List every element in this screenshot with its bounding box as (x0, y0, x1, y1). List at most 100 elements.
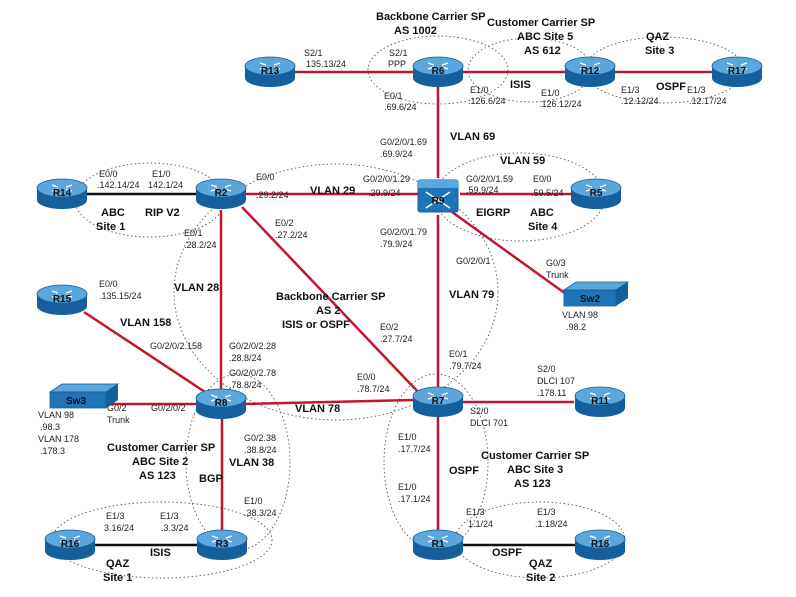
if-r12-e10: E1/0 (541, 88, 560, 98)
if-r15-e00: E0/0 (99, 279, 118, 289)
router-r13[interactable]: R13 (244, 56, 296, 88)
label-ospf-top: OSPF (656, 81, 686, 93)
if-r8-g278-ip: .78.8/24 (229, 380, 262, 390)
router-r18[interactable]: R18 (574, 529, 626, 561)
if-r3-ip: .3.3/24 (161, 523, 189, 533)
interface-labels: S2/1 135.13/24 S2/1 PPP E0/1 .69.6/24 E1… (38, 48, 727, 533)
if-r8-g238: G0/2.38 (244, 433, 276, 443)
if-r6-s21: S2/1 (389, 48, 408, 58)
if-r14-e00: E0/0 (99, 169, 118, 179)
title-cust-top-3: AS 612 (524, 45, 561, 57)
outline-abc-site2 (185, 373, 291, 551)
if-r9-g1-59: G0/2/0/1.59 (466, 174, 513, 184)
devices: R13 R6 R12 R17 R14 R2 R9 (36, 56, 763, 561)
title-backbone-top-1: Backbone Carrier SP (376, 11, 485, 23)
if-r2-e10: E1/0 (152, 169, 171, 179)
if-sw3-g02: G0/2 (107, 403, 127, 413)
if-r7-e10: E1/0 (398, 432, 417, 442)
router-r17[interactable]: R17 (711, 56, 763, 88)
if-sw2-g03: G0/3 (546, 258, 566, 268)
label-vlan28: VLAN 28 (174, 282, 219, 294)
title-abc1-1: ABC (101, 207, 125, 219)
if-r8-g02: G0/2/0/2 (151, 403, 186, 413)
device-label-sw2: Sw2 (580, 294, 600, 305)
if-r7-e02: E0/2 (380, 322, 399, 332)
router-r15[interactable]: R15 (36, 284, 88, 316)
if-r9-g1-29-ip: .29.9/24 (368, 188, 401, 198)
router-r1[interactable]: R1 (412, 529, 464, 561)
device-label-r3: R3 (216, 539, 229, 550)
label-ospf-mid: OSPF (449, 465, 479, 477)
if-r11-dlci: DLCI 107 (537, 376, 575, 386)
switch-sw3[interactable]: Sw3 (48, 383, 120, 409)
title-abc1-2: Site 1 (96, 221, 125, 233)
label-vlan79: VLAN 79 (449, 289, 494, 301)
router-r8[interactable]: R8 (195, 388, 247, 420)
router-r6[interactable]: R6 (412, 56, 464, 88)
if-r2-e01-ip: .28.2/24 (184, 240, 217, 250)
label-ripv2: RIP V2 (145, 207, 180, 219)
if-r7-e01: E0/1 (449, 349, 468, 359)
if-r6-e10-ip: .126.6/24 (468, 96, 506, 106)
outline-abc-site3 (383, 373, 489, 551)
label-bgp: BGP (199, 473, 223, 485)
link-r8-r7[interactable] (243, 398, 415, 406)
if-r2-e01: E0/1 (184, 228, 203, 238)
router-r16[interactable]: R16 (44, 529, 96, 561)
if-r13-s21: S2/1 (304, 48, 323, 58)
label-vlan158: VLAN 158 (120, 317, 171, 329)
switch-r9[interactable]: R9 (417, 179, 459, 213)
outline-backbone-mid (173, 163, 499, 421)
title-cust-left-3: AS 123 (139, 470, 176, 482)
if-r16-e13: E1/3 (106, 511, 125, 521)
title-qaz1-1: QAZ (106, 558, 130, 570)
link-r2-r7[interactable] (241, 206, 421, 395)
if-r8-g238-ip: .38.8/24 (244, 445, 277, 455)
title-cust-left-2: ABC Site 2 (132, 456, 188, 468)
router-r3[interactable]: R3 (196, 529, 248, 561)
device-label-r2: R2 (215, 188, 228, 199)
link-r15-r8[interactable] (83, 310, 206, 394)
if-r12-e10-ip: .126.12/24 (539, 99, 582, 109)
if-sw2-trunk: Trunk (546, 270, 569, 280)
device-label-r14: R14 (53, 188, 72, 199)
label-vlan38: VLAN 38 (229, 457, 274, 469)
if-r9-g1-29: G0/2/0/1.29 (363, 174, 410, 184)
device-label-r9: R9 (432, 196, 445, 207)
if-sw2-ip: .98.2 (566, 322, 586, 332)
if-r9-g1-69-ip: .69.9/24 (380, 149, 413, 159)
title-qaz3-1: QAZ (646, 31, 670, 43)
links (62, 70, 712, 547)
if-r17-e13: E1/3 (687, 85, 706, 95)
router-r12[interactable]: R12 (564, 56, 616, 88)
if-r2-e00: E0/0 (256, 172, 275, 182)
if-r8-g228-ip: .28.8/24 (229, 353, 262, 363)
switch-sw2[interactable]: Sw2 (562, 281, 630, 307)
router-r2[interactable]: R2 (195, 178, 247, 210)
router-r11[interactable]: R11 (574, 386, 626, 418)
if-sw3-trunk: Trunk (107, 415, 130, 425)
router-r7[interactable]: R7 (412, 386, 464, 418)
title-qaz3-2: Site 3 (645, 45, 674, 57)
if-r6-e01-ip: .69.6/24 (384, 102, 417, 112)
title-abc4-2: Site 4 (528, 221, 558, 233)
link-r9-sw2[interactable] (451, 210, 567, 296)
title-backbone-mid-3: ISIS or OSPF (282, 319, 350, 331)
router-r14[interactable]: R14 (36, 178, 88, 210)
if-r1-ip: 1.1/24 (468, 519, 493, 529)
title-cust-left-1: Customer Carrier SP (107, 442, 215, 454)
if-sw2-vlan: VLAN 98 (562, 310, 598, 320)
title-qaz2-2: Site 2 (526, 572, 555, 584)
router-r5[interactable]: R5 (570, 178, 622, 210)
if-r12-e13-ip: .12.12/24 (621, 96, 659, 106)
title-backbone-mid-2: AS 2 (316, 305, 340, 317)
if-r15-ip: .135.15/24 (99, 291, 142, 301)
title-cust-right-2: ABC Site 3 (507, 464, 563, 476)
title-backbone-top-2: AS 1002 (394, 25, 437, 37)
if-r1-e10: E1/0 (398, 482, 417, 492)
if-r5-e00: E0/0 (533, 174, 552, 184)
device-label-r6: R6 (432, 66, 445, 77)
device-label-r5: R5 (590, 188, 603, 199)
if-r9-g1-79-ip: .79.9/24 (380, 239, 413, 249)
label-isis-bottom: ISIS (150, 547, 171, 559)
